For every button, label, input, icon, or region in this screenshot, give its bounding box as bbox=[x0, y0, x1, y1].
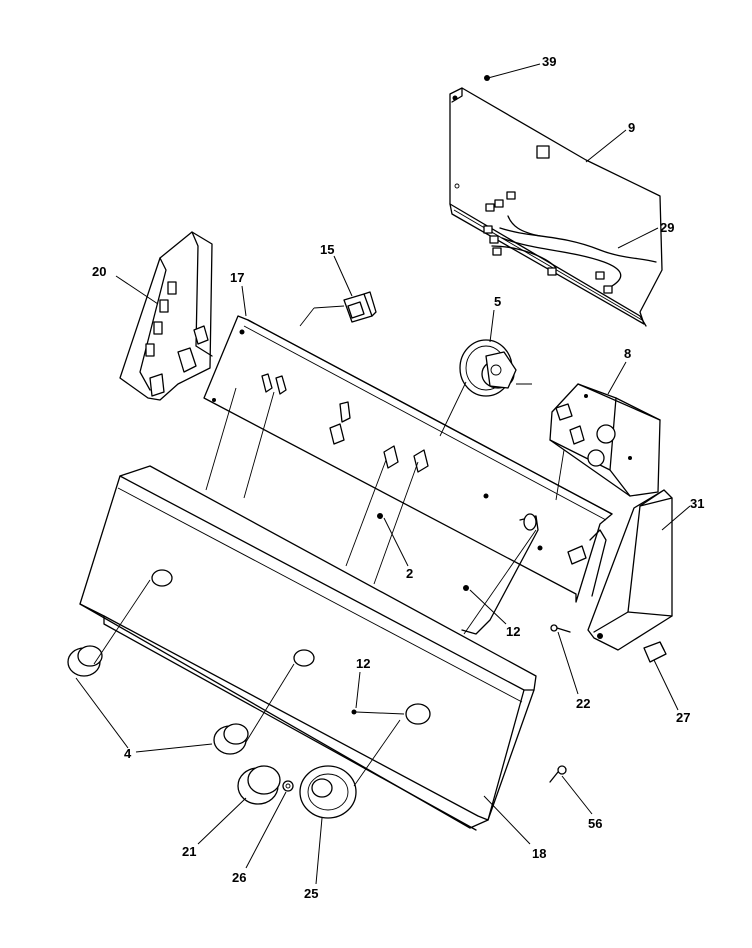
callout-9: 9 bbox=[628, 120, 635, 135]
callout-39: 39 bbox=[542, 54, 556, 69]
leader-lines bbox=[75, 63, 691, 885]
screw-part-39 bbox=[484, 75, 490, 81]
callout-20: 20 bbox=[92, 264, 106, 279]
console-panel-part-18 bbox=[79, 465, 537, 831]
callout-27: 27 bbox=[676, 710, 690, 725]
callout-12-upper: 12 bbox=[506, 624, 520, 639]
callout-18: 18 bbox=[532, 846, 546, 861]
support-bracket bbox=[461, 513, 539, 635]
callout-8: 8 bbox=[624, 346, 631, 361]
control-box-part-8 bbox=[549, 383, 661, 497]
callout-31: 31 bbox=[690, 496, 704, 511]
left-end-bracket-part-20 bbox=[119, 231, 213, 401]
dial-part-25 bbox=[299, 765, 357, 819]
screw-part-12-upper bbox=[463, 585, 469, 591]
callout-29: 29 bbox=[660, 220, 674, 235]
timer-part-5 bbox=[459, 339, 532, 397]
callout-17: 17 bbox=[230, 270, 244, 285]
callout-56: 56 bbox=[588, 816, 602, 831]
callout-labels: 39 9 29 20 15 17 5 8 31 2 12 12 22 27 4 … bbox=[92, 54, 704, 901]
callout-2: 2 bbox=[406, 566, 413, 581]
right-end-cap-part-31 bbox=[587, 489, 673, 651]
knob-part-21 bbox=[237, 765, 281, 805]
control-panel-part-17 bbox=[203, 315, 613, 603]
callout-12-lower: 12 bbox=[356, 656, 370, 671]
clip-part-27 bbox=[643, 641, 667, 663]
screw-part-22 bbox=[550, 624, 571, 633]
callout-4: 4 bbox=[124, 746, 132, 761]
callout-25: 25 bbox=[304, 886, 318, 901]
callout-26: 26 bbox=[232, 870, 246, 885]
washer-part-26 bbox=[282, 780, 294, 792]
wire-harness-part-29 bbox=[483, 191, 657, 294]
knob-part-4-left bbox=[67, 645, 103, 677]
switch-part-15 bbox=[343, 291, 377, 323]
callout-5: 5 bbox=[494, 294, 501, 309]
callout-21: 21 bbox=[182, 844, 196, 859]
screw-part-56 bbox=[549, 765, 567, 783]
spring-part-2 bbox=[377, 513, 383, 519]
callout-15: 15 bbox=[320, 242, 334, 257]
callout-22: 22 bbox=[576, 696, 590, 711]
knob-part-4-right bbox=[213, 723, 249, 755]
assembly-guide-lines bbox=[93, 305, 565, 787]
